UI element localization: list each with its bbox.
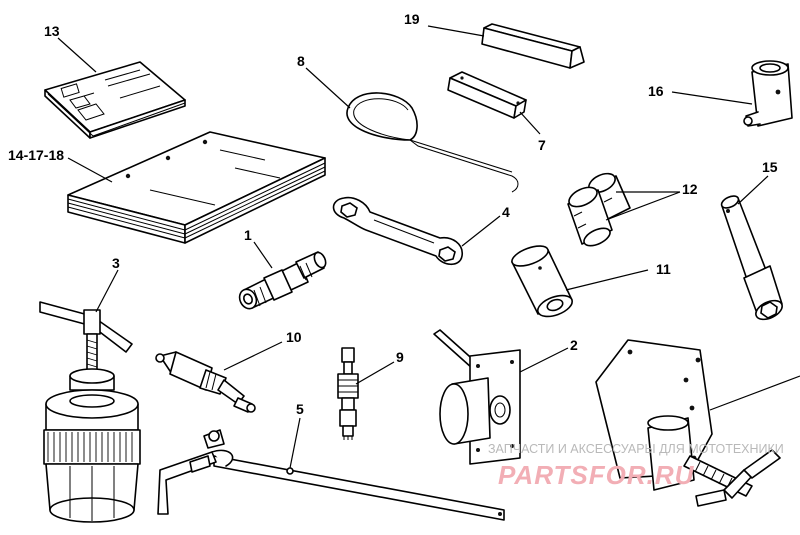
- callout-3: 3: [112, 255, 120, 271]
- leader-3: [95, 269, 119, 313]
- callout-16: 16: [648, 83, 664, 99]
- part-9-valve-pin: [337, 347, 359, 440]
- part-4-combination-spanner: [332, 196, 463, 266]
- watermark: ЗАПЧАСТИ И АКСЕССУАРЫ ДЛЯ МОТОТЕХНИКИ PA…: [488, 442, 784, 490]
- part-13-owners-booklet: [44, 61, 186, 139]
- part-8-strap-loop: [346, 92, 519, 193]
- watermark-logo: PARTSFOR.RU: [498, 460, 695, 490]
- leader-14-17-18: [67, 157, 113, 183]
- callout-11: 11: [656, 261, 671, 277]
- callout-2: 2: [570, 337, 578, 353]
- callout-8: 8: [297, 53, 305, 69]
- leader-6: [709, 375, 800, 411]
- leader-16: [671, 91, 753, 105]
- callout-1: 1: [244, 227, 252, 243]
- callout-19: 19: [404, 11, 420, 27]
- leader-7: [519, 111, 541, 135]
- callout-14-17-18: 14-17-18: [8, 147, 64, 163]
- part-11-socket: [511, 245, 573, 318]
- leader-10: [223, 341, 283, 371]
- leader-11: [565, 269, 649, 291]
- bracket-puller: [595, 339, 781, 507]
- callout-13: 13: [44, 23, 60, 39]
- leader-2: [519, 347, 569, 373]
- leader-19: [427, 25, 485, 37]
- callout-7: 7: [538, 137, 546, 153]
- part-5-hook-wrench: [157, 429, 505, 521]
- part-3-puller: [39, 301, 141, 523]
- part-19-hex-bar: [481, 23, 585, 69]
- part-2-flange-housing: [433, 329, 521, 465]
- part-14-17-18-manual-stack: [67, 131, 326, 244]
- callout-12: 12: [682, 181, 698, 197]
- leader-12b: [605, 191, 681, 221]
- part-10-spark-tester: [155, 351, 256, 413]
- leader-1: [253, 241, 273, 269]
- leader-9: [355, 361, 395, 385]
- leader-13: [57, 37, 97, 73]
- callout-10: 10: [286, 329, 302, 345]
- callout-5: 5: [296, 401, 304, 417]
- part-1-adapter: [238, 251, 327, 310]
- part-15-box-spanner: [720, 195, 783, 321]
- leader-4: [461, 215, 501, 247]
- part-7-flat-plate: [447, 71, 527, 119]
- leader-5: [289, 417, 301, 469]
- callout-9: 9: [396, 349, 404, 365]
- leader-8: [305, 67, 351, 109]
- part-12-split-sleeves: [567, 172, 631, 247]
- callout-labels: 13 14-17-18 19 8 7 16 15 12 4 1 11 3 10 …: [8, 11, 778, 417]
- leader-15: [737, 175, 769, 205]
- leader-lines: [57, 25, 800, 469]
- watermark-caption: ЗАПЧАСТИ И АКСЕССУАРЫ ДЛЯ МОТОТЕХНИКИ: [488, 442, 784, 456]
- callout-15: 15: [762, 159, 778, 175]
- callout-4: 4: [502, 204, 510, 220]
- part-16-socket-sleeve: [743, 60, 793, 127]
